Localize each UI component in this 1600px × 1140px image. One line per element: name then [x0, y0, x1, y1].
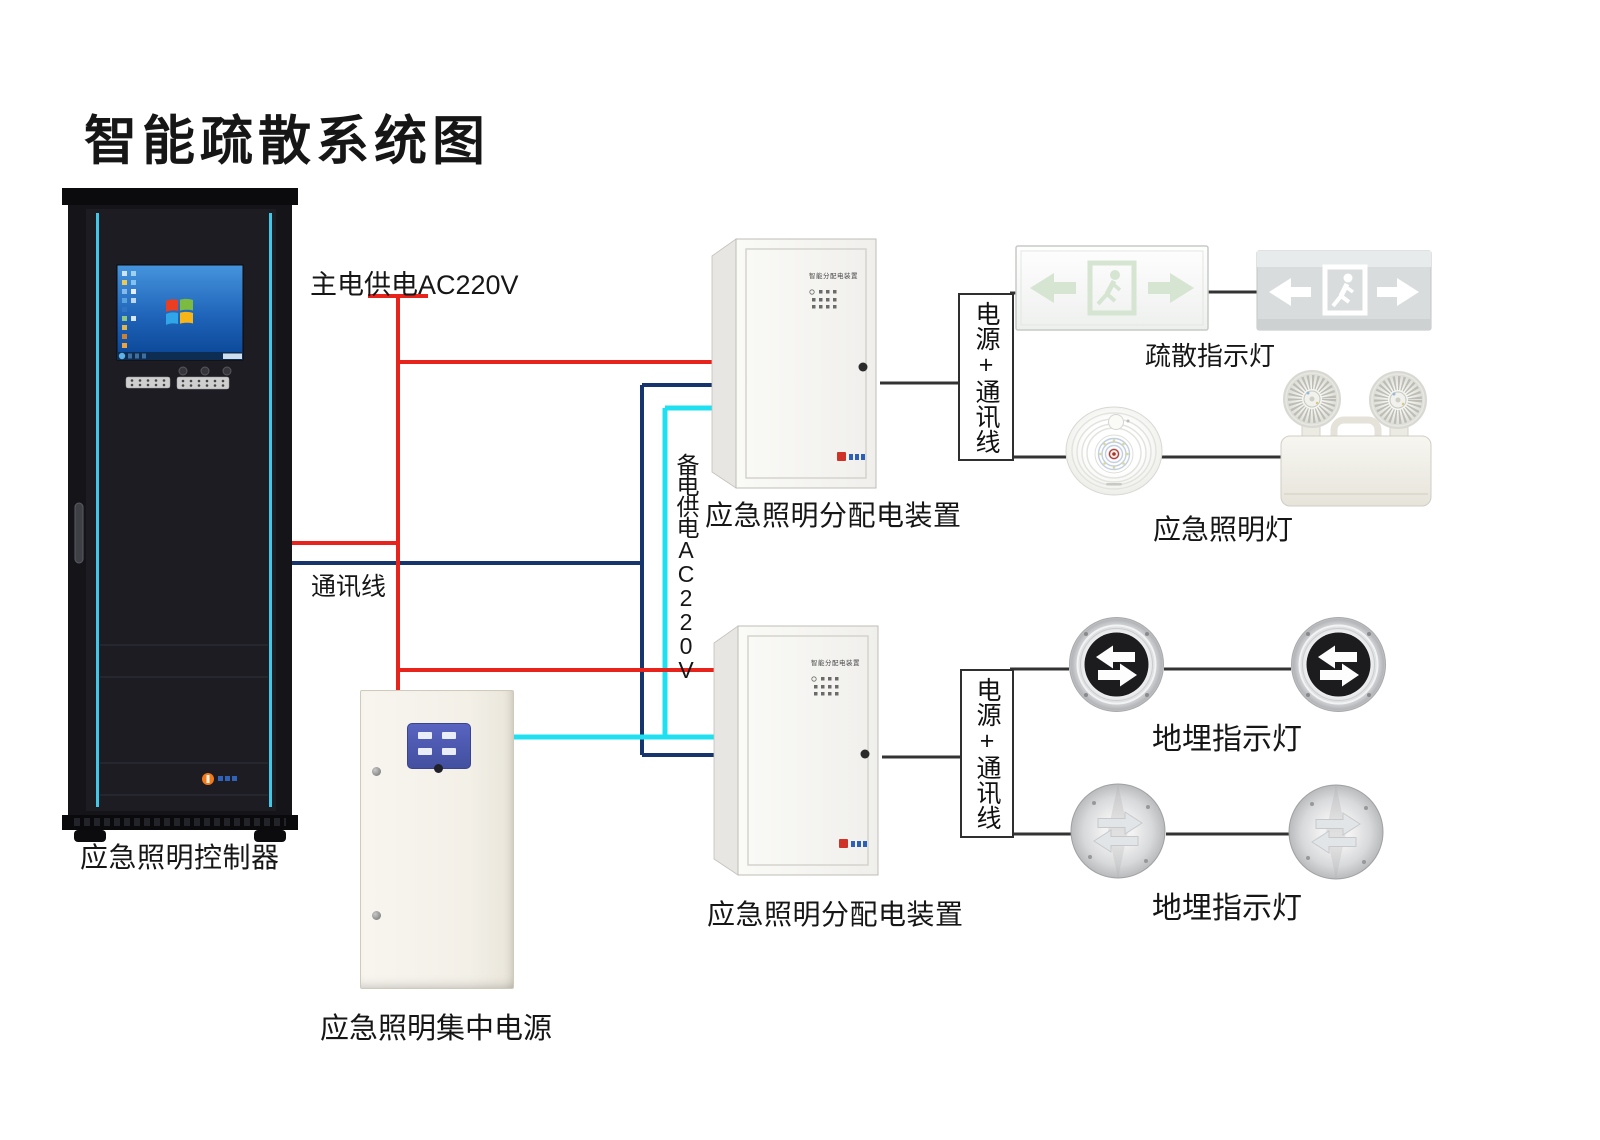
psu-knob — [434, 764, 443, 773]
led-dots — [1099, 439, 1129, 469]
ground-light-steel-2 — [1288, 784, 1384, 880]
control-strips — [125, 376, 230, 390]
arrow-left-icon — [1030, 273, 1076, 303]
light-face — [1084, 632, 1149, 697]
monitor-screen — [116, 264, 244, 361]
control-buttons — [178, 366, 232, 376]
dist-box-title: 智能分配电装置 — [811, 658, 860, 667]
ground-light-steel-1 — [1070, 783, 1166, 879]
windows-logo — [166, 298, 193, 325]
dist-box-title: 智能分配电装置 — [809, 271, 858, 280]
screws — [1084, 632, 1149, 697]
exit-pictogram — [1030, 260, 1194, 316]
lamp-head-left — [1283, 370, 1341, 428]
comm-label: 通讯线 — [311, 573, 387, 601]
exit-pictogram — [1269, 264, 1419, 316]
lamp-head-right — [1369, 371, 1427, 429]
dist-box-logo — [839, 839, 867, 848]
battery-body — [1280, 435, 1432, 507]
cabinet-foot-right — [254, 830, 286, 842]
light-face — [1306, 632, 1371, 697]
door-frame-icon — [1322, 264, 1368, 316]
door-lock — [860, 749, 870, 759]
taskbar — [117, 352, 243, 360]
screws — [1306, 802, 1368, 864]
dist-lower-label: 应急照明分配电装置 — [707, 899, 964, 930]
ground-light-black-2 — [1291, 617, 1386, 712]
dist-box-lower: 智能分配电装置 — [713, 625, 879, 876]
branch-lower-label: 电源+通讯线 — [973, 677, 1001, 830]
backup-power-label: 备电供电AC220V — [673, 453, 699, 681]
controller-cabinet — [62, 188, 298, 842]
cabinet-foot-left — [74, 830, 106, 842]
dist-box-upper: 智能分配电装置 — [711, 238, 877, 489]
main-power-wire — [291, 294, 718, 690]
arrow-left-icon — [1269, 278, 1311, 306]
exit-signs-label: 疏散指示灯 — [1145, 341, 1276, 371]
door-handle — [74, 502, 84, 564]
cyan-accent-left — [96, 213, 99, 807]
branch-label-box-upper: 电源+通讯线 — [958, 293, 1014, 461]
central-power-cabinet — [360, 690, 514, 989]
desktop-icons — [122, 271, 136, 348]
dist-box-logo — [837, 452, 865, 461]
controller-label: 应急照明控制器 — [80, 842, 280, 873]
psu-lock-top — [372, 767, 381, 776]
screws — [1306, 632, 1371, 697]
double-arrow-icon — [1093, 811, 1143, 853]
emergency-lights-label: 应急照明灯 — [1153, 514, 1294, 545]
backup-power-wire — [512, 405, 718, 740]
central-power-label: 应急照明集中电源 — [320, 1013, 553, 1045]
arrow-right-icon — [1148, 273, 1194, 303]
screws — [1088, 801, 1150, 863]
double-arrow-icon — [1311, 812, 1361, 854]
double-arrow-icon — [1318, 645, 1359, 687]
exit-sign-2 — [1256, 250, 1432, 331]
comm-wire — [291, 383, 718, 757]
main-power-label: 主电供电AC220V — [310, 270, 519, 300]
exit-sign-1 — [1015, 245, 1209, 331]
ground-lights-row2-label: 地埋指示灯 — [1152, 892, 1302, 925]
branch-wires — [880, 290, 1291, 836]
cabinet-top-cap — [62, 188, 298, 205]
indicator-marks — [809, 289, 837, 309]
page-title: 智能疏散系统图 — [84, 112, 490, 171]
branch-upper-label: 电源+通讯线 — [972, 300, 1000, 454]
psu-lock-bottom — [372, 911, 381, 920]
indicator-marks — [811, 676, 839, 696]
cyan-accent-right — [269, 213, 272, 807]
ground-light-black-1 — [1069, 617, 1164, 712]
ground-lights-row1-label: 地埋指示灯 — [1152, 723, 1302, 756]
door-lock — [858, 362, 868, 372]
door-frame-icon — [1087, 260, 1137, 316]
twin-head-emergency-light — [1280, 370, 1432, 507]
lamp-button — [1108, 414, 1124, 430]
branch-label-box-lower: 电源+通讯线 — [960, 669, 1014, 838]
double-arrow-icon — [1096, 645, 1137, 687]
cabinet-logo — [202, 773, 237, 785]
arrow-right-icon — [1377, 278, 1419, 306]
dist-upper-label: 应急照明分配电装置 — [705, 500, 962, 531]
ceiling-emergency-lamp — [1065, 406, 1163, 496]
psu-control-panel — [407, 723, 471, 773]
